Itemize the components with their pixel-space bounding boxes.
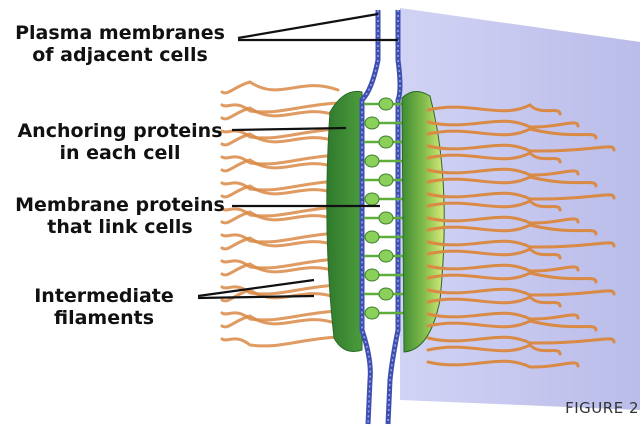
filament-strand xyxy=(222,337,338,346)
filament-strand xyxy=(222,82,338,93)
membrane-proteins-label: Membrane proteins that link cells xyxy=(4,194,236,238)
anchoring-proteins-label: Anchoring proteins in each cell xyxy=(4,120,236,164)
membrane-proteins-label-line2: that link cells xyxy=(4,216,236,238)
anchoring-proteins-label-line2: in each cell xyxy=(4,142,236,164)
plasma-membranes-label-line1: Plasma membranes xyxy=(4,22,236,44)
intermediate-filaments-label-line2: filaments xyxy=(14,307,194,329)
plasma-membranes-label-line2: of adjacent cells xyxy=(4,44,236,66)
figure-caption: FIGURE 2 xyxy=(565,399,639,417)
intermediate-filaments-label: Intermediate filaments xyxy=(14,285,194,329)
plasma-membranes-label: Plasma membranes of adjacent cells xyxy=(4,22,236,66)
left-intermediate-filaments xyxy=(222,82,338,346)
leader-plasma-1 xyxy=(238,14,378,38)
anchoring-proteins-label-line1: Anchoring proteins xyxy=(4,120,236,142)
leader-filament-2 xyxy=(198,296,314,298)
membrane-proteins-label-line1: Membrane proteins xyxy=(4,194,236,216)
intermediate-filaments-label-line1: Intermediate xyxy=(14,285,194,307)
left-anchoring-plaque xyxy=(327,91,362,351)
